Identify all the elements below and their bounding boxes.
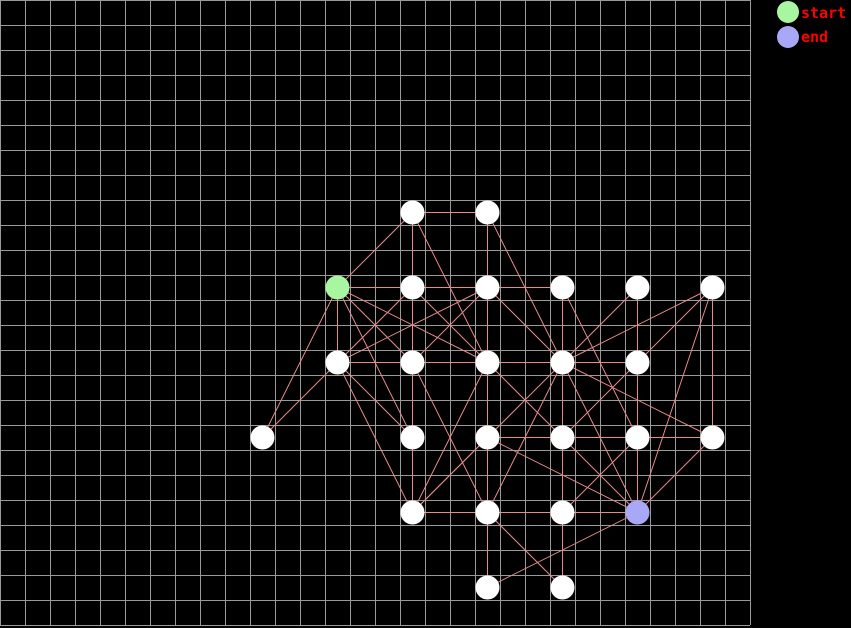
graph-edge bbox=[637, 287, 713, 513]
graph-edge bbox=[562, 362, 638, 438]
graph-edge bbox=[637, 287, 713, 363]
graph-node[interactable] bbox=[550, 500, 575, 525]
graph-node[interactable] bbox=[550, 350, 575, 375]
start-node[interactable] bbox=[325, 275, 350, 300]
graph-node[interactable] bbox=[700, 275, 725, 300]
legend-end-label: end bbox=[801, 28, 828, 46]
graph-edge bbox=[337, 362, 413, 513]
graph-node[interactable] bbox=[625, 350, 650, 375]
graph-edge bbox=[412, 437, 488, 513]
graph-edge bbox=[412, 362, 488, 513]
nodes bbox=[250, 200, 725, 600]
graph-node[interactable] bbox=[400, 275, 425, 300]
graph-edge bbox=[562, 287, 638, 363]
legend-end-marker bbox=[777, 26, 799, 48]
graph-node[interactable] bbox=[625, 275, 650, 300]
graph-node[interactable] bbox=[550, 425, 575, 450]
graph-node[interactable] bbox=[625, 425, 650, 450]
graph-edge bbox=[337, 212, 413, 288]
graph-edge bbox=[337, 362, 413, 438]
graph-node[interactable] bbox=[550, 575, 575, 600]
graph-edge bbox=[487, 362, 563, 438]
graph-node[interactable] bbox=[400, 500, 425, 525]
legend-start-marker bbox=[777, 1, 799, 23]
graph-node[interactable] bbox=[475, 350, 500, 375]
graph-edge bbox=[562, 437, 638, 513]
graph-node[interactable] bbox=[475, 575, 500, 600]
graph-edge bbox=[337, 287, 488, 363]
graph-edge bbox=[412, 287, 488, 363]
legend-start-label: start bbox=[801, 4, 846, 22]
graph-node[interactable] bbox=[700, 425, 725, 450]
edges bbox=[262, 212, 713, 588]
graph-edge bbox=[337, 287, 413, 363]
graph-edge bbox=[637, 437, 713, 513]
graph-node[interactable] bbox=[400, 350, 425, 375]
graph-node[interactable] bbox=[400, 425, 425, 450]
graph-node[interactable] bbox=[550, 275, 575, 300]
graph-node[interactable] bbox=[475, 200, 500, 225]
graph-node[interactable] bbox=[475, 425, 500, 450]
graph-edge bbox=[262, 287, 338, 438]
graph-node[interactable] bbox=[400, 200, 425, 225]
end-node[interactable] bbox=[625, 500, 650, 525]
graph-node[interactable] bbox=[475, 275, 500, 300]
graph-edge bbox=[487, 512, 563, 588]
graph-edge bbox=[262, 362, 338, 438]
graph-edge bbox=[487, 287, 563, 363]
graph-edge bbox=[562, 287, 713, 363]
graph-node[interactable] bbox=[250, 425, 275, 450]
graph-node[interactable] bbox=[475, 500, 500, 525]
graph-node[interactable] bbox=[325, 350, 350, 375]
legend: start end bbox=[777, 1, 846, 48]
